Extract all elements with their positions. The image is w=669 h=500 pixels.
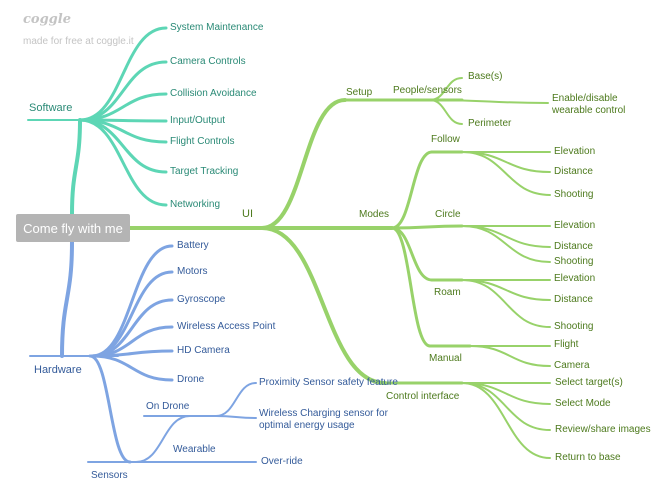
link-software-networking xyxy=(78,118,168,207)
node-roam-distance[interactable]: Distance xyxy=(554,294,593,305)
node-hardware[interactable]: Hardware xyxy=(34,364,82,376)
link-root-hardware xyxy=(60,240,74,358)
link-ui-control xyxy=(260,226,387,385)
node-input-output[interactable]: Input/Output xyxy=(170,115,226,126)
node-setup[interactable]: Setup xyxy=(346,87,373,98)
link-roam-distance xyxy=(461,279,551,301)
node-circle-shooting[interactable]: Shooting xyxy=(554,256,594,267)
link-ui-setup xyxy=(260,98,347,230)
node-gyroscope[interactable]: Gyroscope xyxy=(177,294,226,305)
node-manual-camera[interactable]: Camera xyxy=(554,360,590,371)
link-modes-manual xyxy=(390,226,432,348)
node-drone[interactable]: Drone xyxy=(177,374,205,385)
link-hardware-drone xyxy=(90,354,174,382)
link-control-review-share xyxy=(461,382,551,431)
node-over-ride[interactable]: Over-ride xyxy=(261,456,303,467)
node-perimeter[interactable]: Perimeter xyxy=(468,118,512,129)
node-enable-disable-wearable[interactable]: Enable/disable wearable control xyxy=(552,93,626,116)
node-motors[interactable]: Motors xyxy=(177,266,208,277)
node-roam[interactable]: Roam xyxy=(434,287,461,298)
node-hd-camera[interactable]: HD Camera xyxy=(177,345,230,356)
coggle-tagline: made for free at coggle.it xyxy=(23,36,134,47)
node-camera-controls[interactable]: Camera Controls xyxy=(170,56,246,67)
node-follow-shooting[interactable]: Shooting xyxy=(554,189,594,200)
node-manual-flight[interactable]: Flight xyxy=(554,339,579,350)
node-modes[interactable]: Modes xyxy=(359,209,390,220)
node-return-to-base[interactable]: Return to base xyxy=(555,452,621,463)
node-circle[interactable]: Circle xyxy=(435,209,461,220)
link-hardware-sensors xyxy=(88,354,132,464)
link-circle-shooting xyxy=(461,225,551,263)
link-modes-roam xyxy=(390,226,434,282)
link-people-perimeter xyxy=(429,99,463,125)
node-follow[interactable]: Follow xyxy=(431,134,460,145)
coggle-logo: coggle xyxy=(23,12,71,27)
node-networking[interactable]: Networking xyxy=(170,199,221,210)
node-target-tracking[interactable]: Target Tracking xyxy=(170,166,239,177)
link-follow-distance xyxy=(461,151,551,173)
node-wireless-access-point[interactable]: Wireless Access Point xyxy=(177,321,276,332)
link-roam-shooting xyxy=(461,279,551,328)
node-select-targets[interactable]: Select target(s) xyxy=(555,377,623,388)
node-battery[interactable]: Battery xyxy=(177,240,209,251)
root-node[interactable]: Come fly with me xyxy=(16,214,130,242)
node-control-interface[interactable]: Control interface xyxy=(386,391,460,402)
node-sensors[interactable]: Sensors xyxy=(91,470,128,481)
link-modes-follow xyxy=(390,150,434,230)
node-follow-distance[interactable]: Distance xyxy=(554,166,593,177)
link-control-return-to-base xyxy=(461,382,551,459)
node-manual[interactable]: Manual xyxy=(429,353,462,364)
node-system-maintenance[interactable]: System Maintenance xyxy=(170,22,264,33)
node-select-mode[interactable]: Select Mode xyxy=(555,398,611,409)
link-on-drone-charging xyxy=(215,415,257,419)
link-sensors-on-drone xyxy=(135,415,191,463)
node-review-share-images[interactable]: Review/share images xyxy=(555,424,651,435)
node-bases[interactable]: Base(s) xyxy=(468,71,503,82)
link-people-enable xyxy=(429,99,549,104)
node-circle-distance[interactable]: Distance xyxy=(554,241,593,252)
node-proximity-sensor[interactable]: Proximity Sensor safety feature xyxy=(259,377,398,388)
node-roam-elevation[interactable]: Elevation xyxy=(554,273,596,284)
link-follow-shooting xyxy=(461,151,551,196)
node-people-sensors[interactable]: People/sensors xyxy=(393,85,462,96)
node-circle-elevation[interactable]: Elevation xyxy=(554,220,596,231)
node-wearable[interactable]: Wearable xyxy=(173,444,216,455)
link-modes-circle xyxy=(390,224,464,230)
node-wireless-charging-sensor[interactable]: Wireless Charging sensor for optimal ene… xyxy=(259,408,388,431)
node-on-drone[interactable]: On Drone xyxy=(146,401,190,412)
link-root-software xyxy=(70,118,82,216)
node-software[interactable]: Software xyxy=(29,102,73,114)
link-hardware-motors xyxy=(90,270,174,358)
node-follow-elevation[interactable]: Elevation xyxy=(554,146,596,157)
link-manual-camera xyxy=(469,345,551,367)
node-ui[interactable]: UI xyxy=(242,208,253,220)
node-flight-controls[interactable]: Flight Controls xyxy=(170,136,235,147)
node-collision-avoidance[interactable]: Collision Avoidance xyxy=(170,88,257,99)
link-on-drone-proximity xyxy=(215,382,257,417)
node-roam-shooting[interactable]: Shooting xyxy=(554,321,594,332)
